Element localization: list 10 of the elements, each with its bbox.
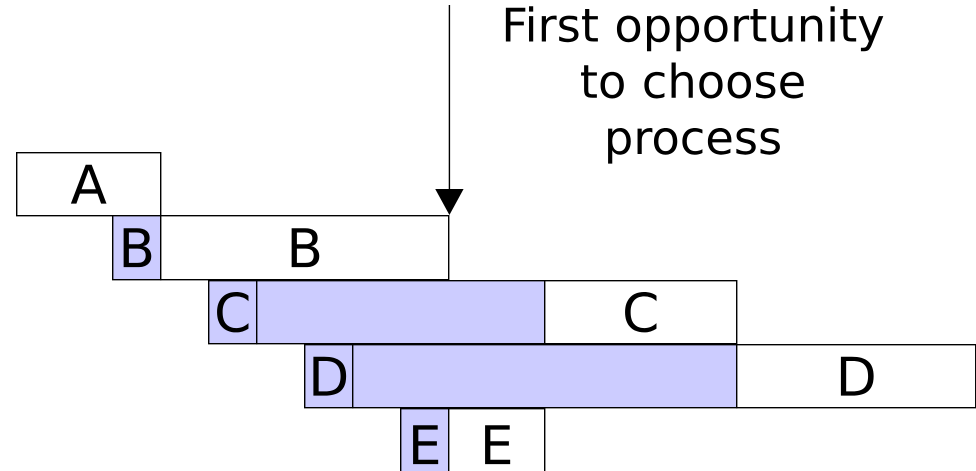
overlap-bar: E: [400, 408, 450, 471]
overlap-bar: D: [304, 344, 354, 408]
task-bar: A: [16, 152, 162, 216]
task-bar: D: [736, 344, 976, 408]
annotation-text: First opportunity to choose process: [506, 6, 884, 164]
task-bar: C: [544, 280, 738, 344]
task-bar: E: [448, 408, 546, 471]
overlap-bar: C: [208, 280, 258, 344]
overlap-bar: B: [112, 215, 162, 280]
task-bar: B: [160, 215, 450, 280]
